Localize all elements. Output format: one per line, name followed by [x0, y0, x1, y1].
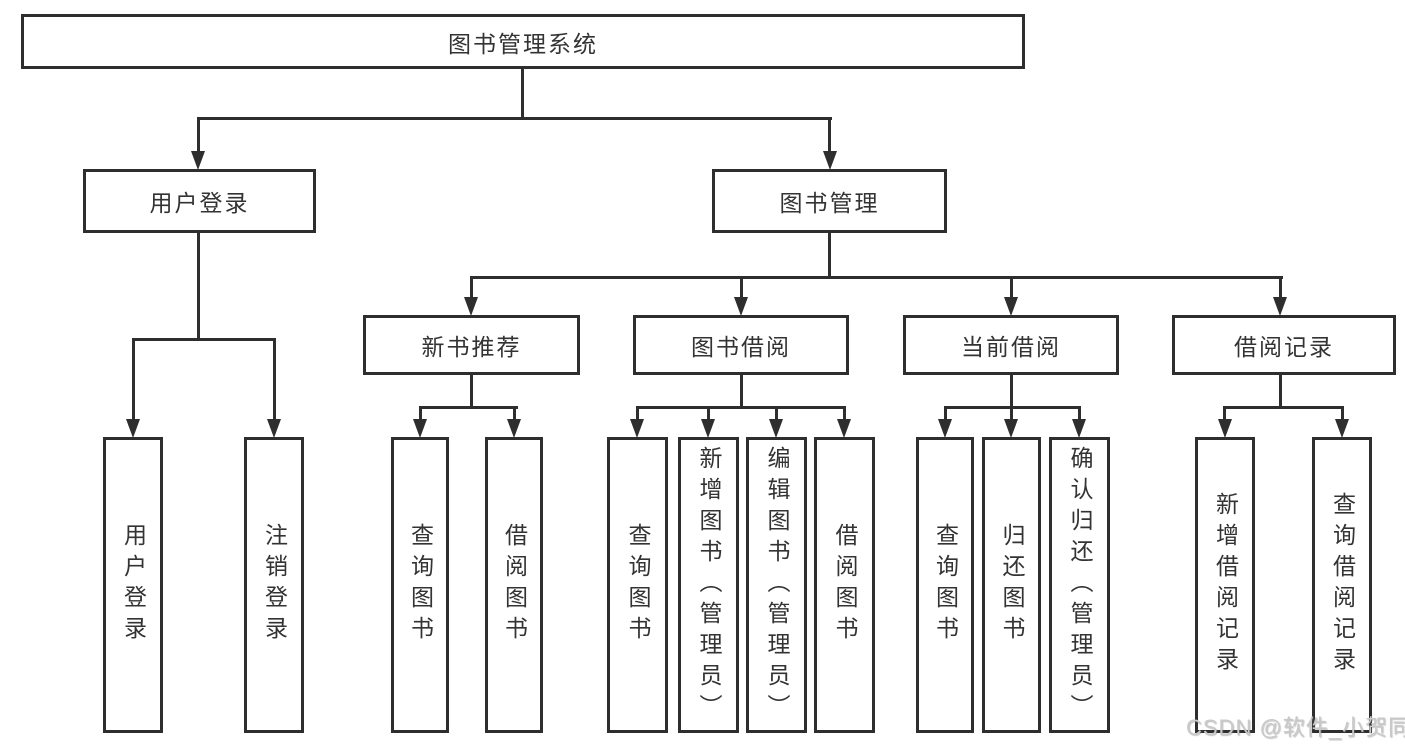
leaf-query-books-borrow-label: 查询图书	[625, 523, 651, 647]
leaf-query-books-current-label: 查询图书	[932, 523, 959, 647]
arrow-down-icon	[630, 419, 644, 438]
leaf-query-books-recommend: 查询图书	[391, 437, 449, 733]
arrow-down-icon	[267, 419, 281, 438]
arrow-down-icon	[1218, 419, 1232, 438]
leaf-query-books-current: 查询图书	[916, 437, 974, 733]
connector-drop-level3	[470, 276, 473, 298]
connector-drop-leaf	[419, 406, 422, 420]
connector-drop-leaf	[513, 406, 516, 420]
leaf-edit-books-admin: 编辑图书（管理员）	[746, 437, 807, 733]
leaf-user-login-label: 用户登录	[120, 523, 147, 647]
connector-user-login-feeder	[197, 233, 200, 340]
leaf-return-books-label: 归还图书	[999, 523, 1025, 647]
arrow-down-icon	[413, 419, 427, 438]
node-current-borrow-label: 当前借阅	[961, 334, 1061, 360]
connector-drop-leaf	[843, 406, 846, 420]
connector-drop-leaf	[1010, 406, 1013, 420]
leaf-return-books: 归还图书	[982, 437, 1041, 733]
connector-new-book-rec-branch	[419, 406, 518, 409]
arrow-down-icon	[1004, 419, 1018, 438]
node-new-book-rec-label: 新书推荐	[421, 334, 522, 360]
leaf-query-borrow-record: 查询借阅记录	[1312, 437, 1372, 733]
node-book-mgmt: 图书管理	[712, 169, 947, 233]
arrow-down-icon	[701, 419, 715, 438]
arrow-down-icon	[837, 419, 851, 438]
connector-drop-leaf	[707, 406, 710, 420]
connector-current-borrow-feeder	[1010, 375, 1013, 408]
node-book-borrow: 图书借阅	[633, 315, 849, 375]
leaf-add-borrow-record: 新增借阅记录	[1195, 437, 1255, 733]
arrow-down-icon	[1335, 419, 1349, 438]
connector-drop-level3	[740, 276, 743, 298]
arrow-down-icon	[507, 419, 521, 438]
node-book-borrow-label: 图书借阅	[691, 334, 791, 360]
node-user-login-label: 用户登录	[149, 190, 250, 216]
csdn-watermark: CSDN @软件_小贺同学	[1186, 715, 1405, 740]
connector-root-feeder	[521, 69, 524, 119]
leaf-borrow-books-recommend-label: 借阅图书	[501, 523, 528, 647]
connector-drop-leaf	[636, 406, 639, 420]
leaf-logout-label: 注销登录	[261, 523, 288, 647]
leaf-edit-books-admin-label: 编辑图书（管理员）	[764, 445, 790, 725]
connector-drop-level3	[1279, 276, 1282, 298]
leaf-query-borrow-record-label: 查询借阅记录	[1329, 492, 1356, 678]
leaf-query-books-recommend-label: 查询图书	[407, 523, 434, 647]
node-borrow-records-label: 借阅记录	[1234, 334, 1334, 360]
leaf-add-books-admin-label: 新增图书（管理员）	[696, 445, 722, 725]
arrow-down-icon	[464, 297, 478, 316]
connector-drop-leaf	[132, 338, 135, 420]
arrow-down-icon	[823, 151, 837, 170]
node-new-book-rec: 新书推荐	[363, 315, 580, 375]
connector-user-login-branch	[132, 338, 276, 341]
node-book-mgmt-label: 图书管理	[779, 190, 880, 216]
leaf-add-borrow-record-label: 新增借阅记录	[1212, 492, 1239, 678]
connector-book-borrow-branch	[636, 406, 845, 409]
leaf-confirm-return-admin: 确认归还（管理员）	[1049, 437, 1110, 733]
connector-drop-leaf	[1341, 406, 1344, 420]
connector-book-borrow-feeder	[740, 375, 743, 408]
leaf-borrow-books-recommend: 借阅图书	[485, 437, 543, 733]
arrow-down-icon	[734, 297, 748, 316]
node-root: 图书管理系统	[21, 14, 1025, 69]
connector-root-branch	[197, 117, 832, 120]
arrow-down-icon	[1004, 297, 1018, 316]
arrow-down-icon	[126, 419, 140, 438]
leaf-user-login: 用户登录	[103, 437, 163, 733]
connector-drop-level3	[1010, 276, 1013, 298]
node-borrow-records: 借阅记录	[1172, 315, 1396, 375]
arrow-down-icon	[1273, 297, 1287, 316]
arrow-down-icon	[1072, 419, 1086, 438]
connector-level3-branch	[470, 276, 1283, 279]
arrow-down-icon	[938, 419, 952, 438]
connector-drop-leaf	[944, 406, 947, 420]
connector-drop-leaf	[1223, 406, 1226, 420]
connector-drop-leaf	[273, 338, 276, 420]
node-current-borrow: 当前借阅	[903, 315, 1119, 375]
arrow-down-icon	[769, 419, 783, 438]
leaf-confirm-return-admin-label: 确认归还（管理员）	[1067, 445, 1093, 725]
connector-borrow-records-feeder	[1279, 375, 1282, 408]
leaf-borrow-books-label: 借阅图书	[832, 523, 858, 647]
leaf-borrow-books: 借阅图书	[814, 437, 875, 733]
arrow-down-icon	[191, 151, 205, 170]
leaf-query-books-borrow: 查询图书	[607, 437, 668, 733]
connector-drop-leaf	[1078, 406, 1081, 420]
connector-drop-user-login	[197, 117, 200, 152]
connector-drop-book-mgmt	[828, 117, 831, 152]
connector-book-mgmt-feeder	[828, 233, 831, 278]
leaf-logout: 注销登录	[244, 437, 304, 733]
node-root-label: 图书管理系统	[448, 30, 598, 57]
connector-new-book-rec-feeder	[470, 375, 473, 408]
connector-borrow-records-branch	[1223, 406, 1344, 409]
node-user-login: 用户登录	[83, 169, 316, 233]
connector-drop-leaf	[775, 406, 778, 420]
leaf-add-books-admin: 新增图书（管理员）	[678, 437, 739, 733]
